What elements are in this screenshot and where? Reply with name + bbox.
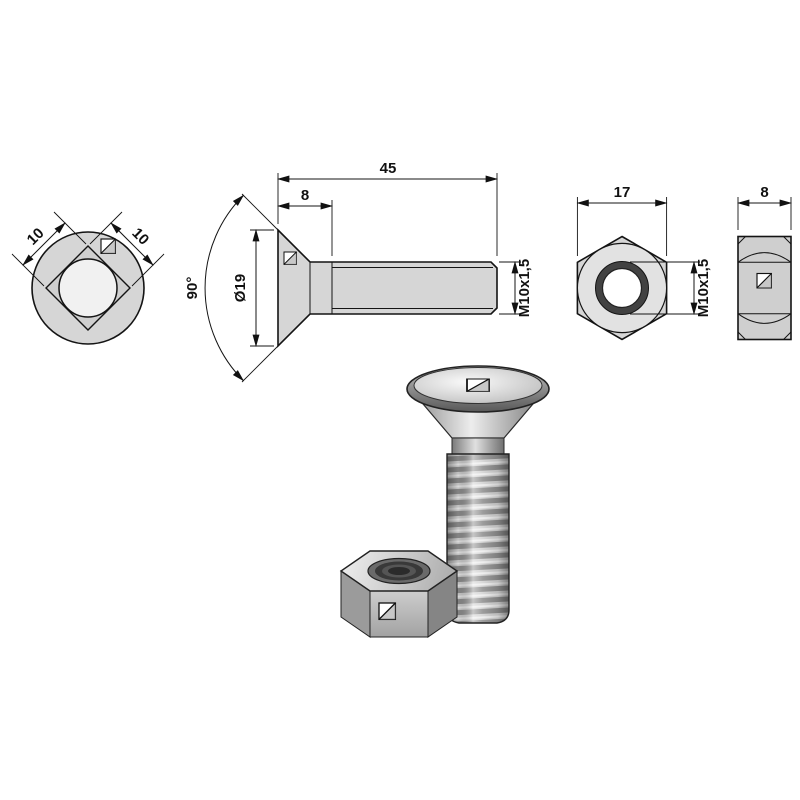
dimension-bolt-thread: M10x1,5 [499,259,533,317]
dim-90deg-label: 90° [184,277,201,300]
brand-mark-icon [100,238,116,254]
square-neck-3d [451,437,505,456]
dimension-across-flats: 17 [576,184,668,256]
bolt-body-outline [277,228,498,348]
dim-8-head-label: 8 [301,187,309,204]
dim-8-nut-label: 8 [760,184,768,201]
dim-dia19-label: Ø19 [232,274,249,302]
brand-mark-icon [283,251,297,265]
thread-label-bolt: M10x1,5 [516,259,533,317]
nut-hole-dark [388,567,410,575]
dim-45-label: 45 [380,160,397,177]
dimension-nut-thread: M10x1,5 [630,259,712,317]
thread-hole-circle [601,267,643,309]
hex-nut-3d [339,550,459,638]
chamfer-arc-bottom [737,313,792,324]
dim-10-left-label: 10 [24,225,48,249]
brand-mark-icon [756,272,772,289]
dimension-head-length: 8 [276,187,334,256]
brand-mark-icon [466,378,490,393]
brand-mark-icon [378,602,397,621]
bolt-nut-3d-illustration [339,365,550,638]
dim-10-right-label: 10 [128,225,152,249]
thread-label-nut: M10x1,5 [695,259,712,317]
nut-front-view: 17 M10x1,5 [576,184,712,341]
chamfer-arc-top [737,252,792,263]
dim-17-label: 17 [614,184,631,201]
shank-circle [58,258,118,318]
nut-side-view: 8 [736,184,793,341]
dimension-nut-thickness: 8 [736,184,793,230]
bolt-side-view: 90° Ø19 45 8 M10x1,5 [184,160,533,383]
bolt-head-front-view: 10 10 [11,211,165,345]
dimension-shank-length: 45 [276,160,499,256]
dimension-countersink-angle: 90° [184,193,279,383]
dimension-head-diameter: Ø19 [232,228,274,348]
